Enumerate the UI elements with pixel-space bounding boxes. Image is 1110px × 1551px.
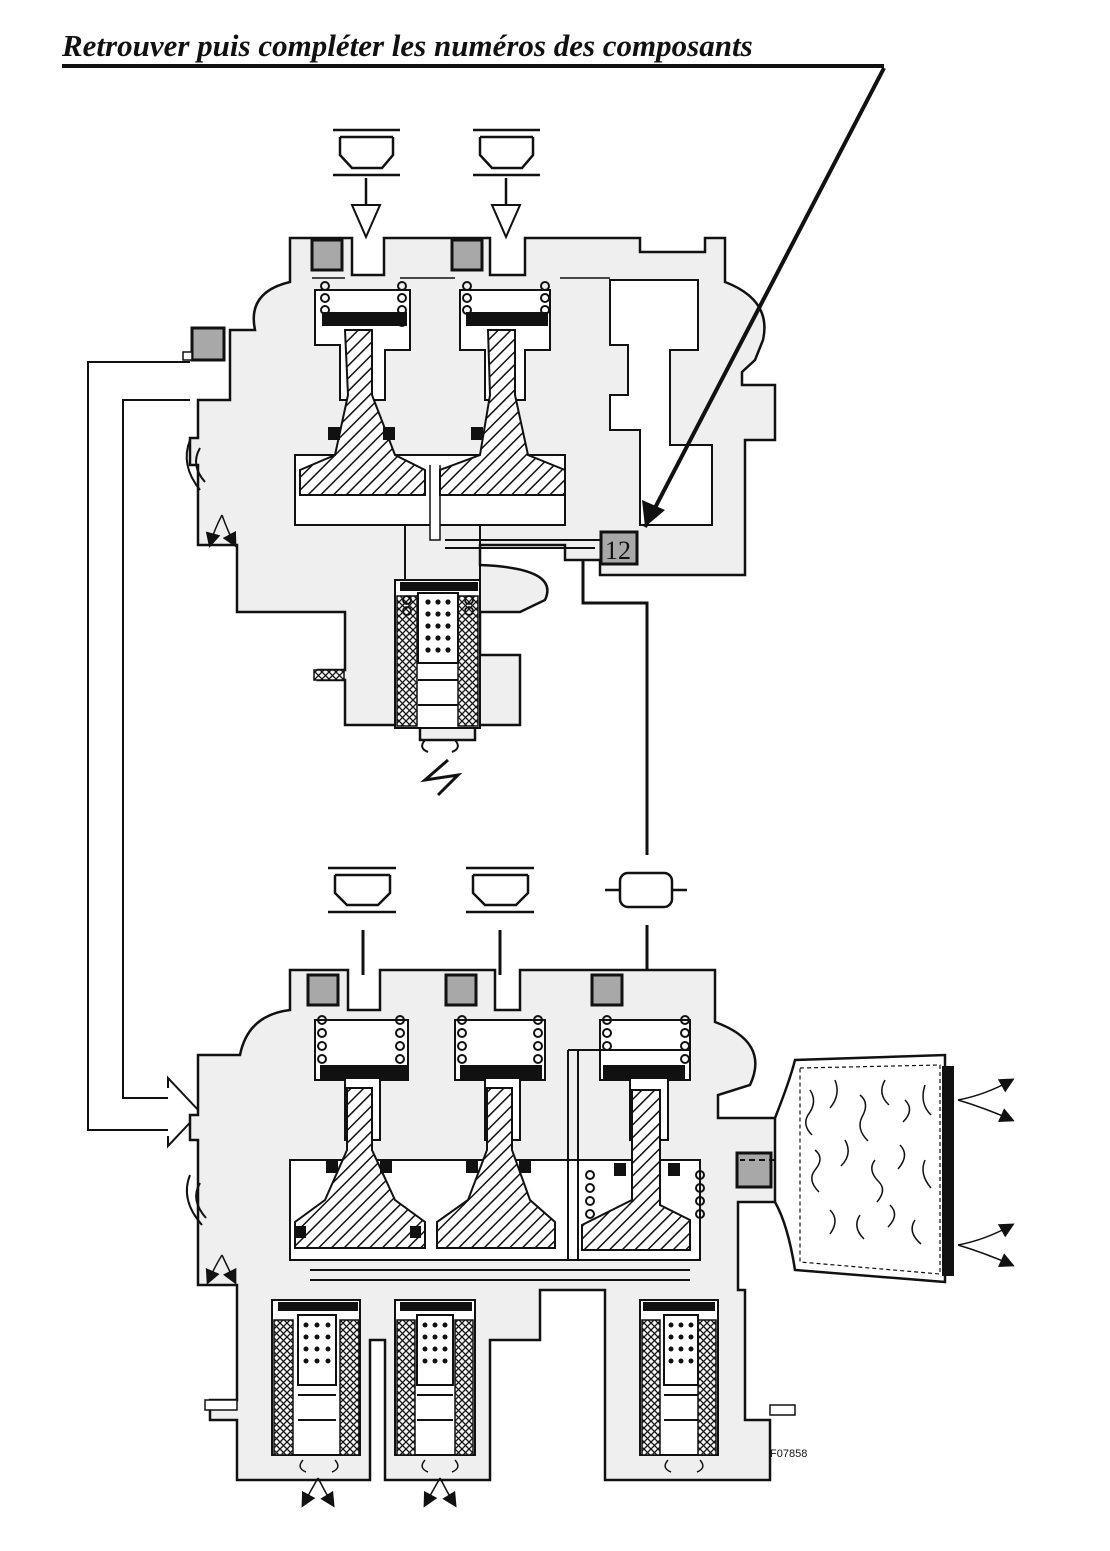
relay-cylinder-2 [394,1299,476,1456]
bottom-piston-3 [581,1089,691,1251]
control-head-bottom-left [328,866,396,975]
component-top-b [450,238,484,272]
title-underline [62,64,884,68]
component-bottom-b [444,973,478,1007]
top-valve: 12 [182,128,777,797]
component-12-box [599,530,639,566]
control-head-top-left [333,128,400,240]
component-bottom-c [590,973,624,1007]
bottom-valve [186,866,796,1508]
supply-pipe [87,361,190,1131]
exercise-title: Retrouver puis compléter les numéros des… [62,28,753,63]
callout-arrow [643,67,886,528]
control-line [581,560,649,855]
component-bottom-d [735,1151,773,1189]
figure-reference: F07858 [770,1448,807,1460]
bottom-piston-1 [294,1087,426,1249]
relay-cylinder-3 [639,1299,719,1456]
control-head-bottom-right [466,866,534,975]
bottom-piston-2 [436,1087,556,1249]
top-piston-right [439,329,566,496]
electrical-symbol [420,758,463,797]
control-head-top-right [473,128,540,240]
component-top-a [310,238,344,272]
component-top-port [190,326,226,362]
silencer [740,1053,1015,1284]
component-12-number: 12 [605,536,631,565]
component-bottom-a [306,973,340,1007]
